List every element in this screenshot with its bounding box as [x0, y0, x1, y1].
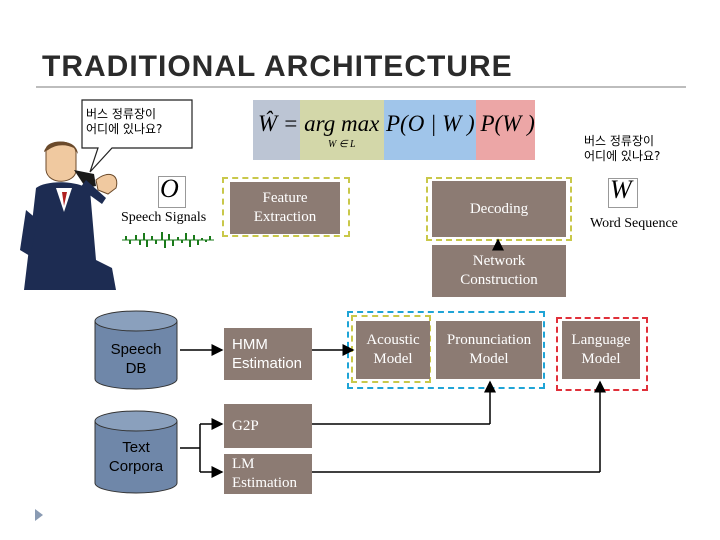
equation-overlay — [253, 100, 535, 160]
speech-db-cylinder-icon — [94, 310, 178, 390]
hmm-estimation-label: HMM Estimation — [232, 336, 303, 372]
acoustic-model-box: Acoustic Model — [356, 321, 430, 379]
equation-rhs: P(O | W ) P(W ) — [386, 111, 535, 136]
word-symbol-box — [608, 178, 638, 208]
bubble-right-line1: 버스 정류장이 — [584, 134, 655, 148]
pronunciation-model-label: Pronunciation Model — [446, 332, 532, 367]
bubble-right-line2: 어디에 있나요? — [584, 149, 661, 163]
g2p-box: G2P — [224, 404, 312, 448]
speech-db-label: Speech DB — [110, 341, 162, 377]
speaker-figure-icon — [20, 141, 118, 290]
text-corpora-cylinder-icon — [94, 410, 178, 494]
waveform-icon — [122, 232, 214, 248]
speech-bubble-left — [81, 99, 193, 173]
word-symbol: W — [610, 175, 632, 204]
hmm-estimation-box: HMM Estimation — [224, 328, 312, 380]
acoustic-model-label: Acoustic Model — [366, 332, 420, 367]
bubble-left-line1: 버스 정류장이 — [86, 107, 157, 121]
word-sequence-label: Word Sequence — [590, 216, 678, 231]
observation-symbol-box — [158, 176, 186, 208]
text-corpora-label: Text Corpora — [108, 439, 164, 475]
slide-title: TRADITIONAL ARCHITECTURE — [42, 50, 513, 83]
language-model-box: Language Model — [562, 321, 640, 379]
speech-bubble-left-text: 버스 정류장이 어디에 있나요? — [86, 107, 162, 137]
equation-subscript: W ∈ L — [328, 139, 356, 150]
feature-extraction-dashed-outline — [222, 177, 350, 237]
network-construction-label: Network Construction — [460, 253, 538, 288]
network-construction-box: Network Construction — [432, 245, 566, 297]
speech-bubble-right-text: 버스 정류장이 어디에 있나요? — [584, 134, 660, 164]
lm-estimation-label: LM Estimation — [232, 456, 297, 491]
decoding-label: Decoding — [469, 200, 529, 217]
equation-lhs: Ŵ = arg max — [258, 111, 380, 136]
bubble-left-line2: 어디에 있나요? — [86, 122, 163, 136]
feature-extraction-label: Feature Extraction — [253, 190, 317, 225]
language-model-label: Language Model — [571, 332, 631, 367]
title-underline — [36, 86, 686, 88]
lm-estimation-box: LM Estimation — [224, 454, 312, 494]
observation-symbol: O — [160, 174, 179, 203]
speech-signals-label: Speech Signals — [121, 210, 207, 225]
feature-extraction-box: Feature Extraction — [230, 182, 340, 234]
bullet-triangle-icon — [35, 509, 43, 521]
pronunciation-model-box: Pronunciation Model — [436, 321, 542, 379]
g2p-label: G2P — [232, 417, 259, 434]
decoding-box: Decoding — [432, 181, 566, 237]
